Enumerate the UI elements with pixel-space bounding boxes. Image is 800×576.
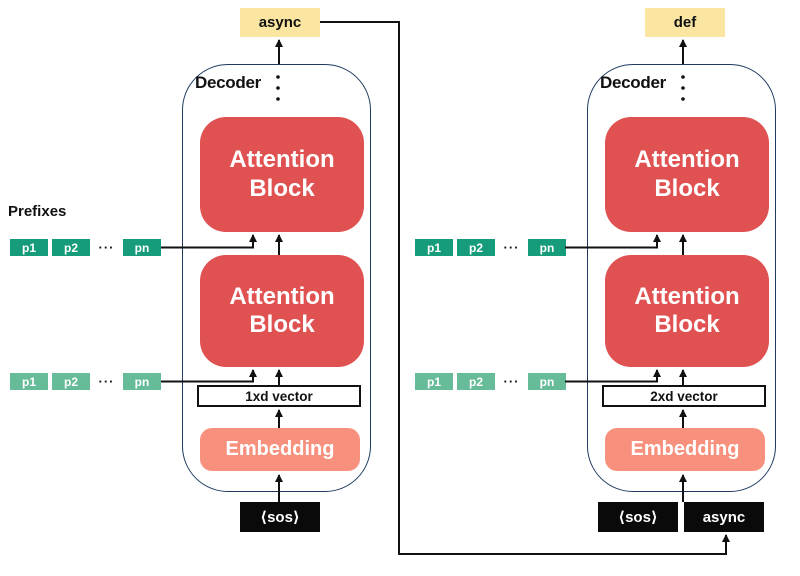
prefix-token-p2: p2 [457, 373, 495, 390]
prefix-row-lower-left: p1 p2 ··· pn [10, 373, 161, 390]
prefix-row-upper-left: p1 p2 ··· pn [10, 239, 161, 256]
prefix-token-pn: pn [123, 239, 161, 256]
input-token-sos-left: ⟨sos⟩ [240, 502, 320, 532]
output-token-def: def [645, 8, 725, 37]
prefix-token-p2: p2 [52, 239, 90, 256]
prefix-token-p1: p1 [10, 373, 48, 390]
prefix-row-lower-right: p1 p2 ··· pn [415, 373, 566, 390]
attention-block-lower-right: Attention Block [605, 255, 769, 367]
prefix-token-p2: p2 [457, 239, 495, 256]
prefix-token-pn: pn [528, 239, 566, 256]
input-token-sos-right: ⟨sos⟩ [598, 502, 678, 532]
prefix-ellipsis: ··· [503, 374, 520, 389]
prefix-ellipsis: ··· [98, 374, 115, 389]
input-token-async-right: async [684, 502, 764, 532]
embedding-box-left: Embedding [200, 428, 360, 471]
output-token-async: async [240, 8, 320, 37]
prefix-token-pn: pn [123, 373, 161, 390]
prefixes-label: Prefixes [8, 203, 67, 220]
vector-box-left: 1xd vector [197, 385, 361, 407]
prefix-token-p1: p1 [415, 239, 453, 256]
prefix-token-p1: p1 [415, 373, 453, 390]
decoder-right-title: Decoder [600, 73, 666, 92]
prefix-token-p2: p2 [52, 373, 90, 390]
attention-block-upper-right: Attention Block [605, 117, 769, 232]
decoder-left-title: Decoder [195, 73, 261, 92]
embedding-box-right: Embedding [605, 428, 765, 471]
prefix-ellipsis: ··· [98, 240, 115, 255]
vector-box-right: 2xd vector [602, 385, 766, 407]
prefix-token-p1: p1 [10, 239, 48, 256]
attention-block-upper-left: Attention Block [200, 117, 364, 232]
attention-block-lower-left: Attention Block [200, 255, 364, 367]
prefix-row-upper-right: p1 p2 ··· pn [415, 239, 566, 256]
prefix-token-pn: pn [528, 373, 566, 390]
prefix-ellipsis: ··· [503, 240, 520, 255]
